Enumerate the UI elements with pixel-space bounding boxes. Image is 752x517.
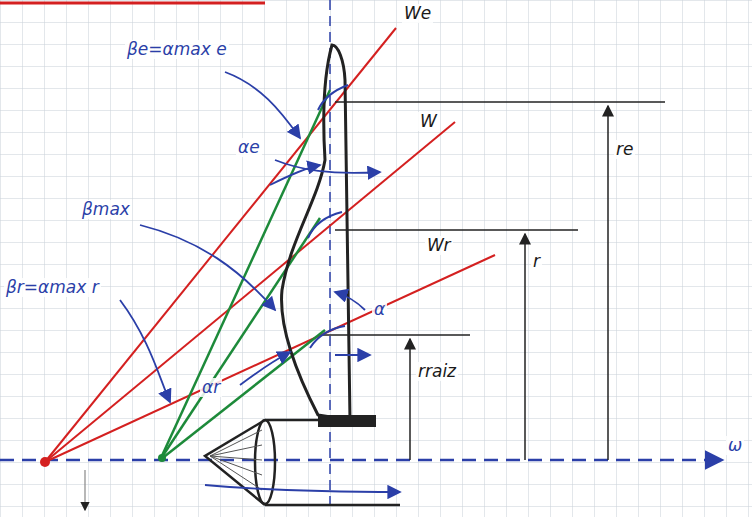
angle-label: αe — [236, 138, 262, 157]
axis-label: ω — [726, 436, 744, 455]
angle-label: βmax — [80, 200, 132, 219]
angle-label: βr=αmax r — [4, 278, 101, 297]
angle-arcs — [120, 72, 400, 492]
angle-label: αr — [200, 378, 222, 397]
hub-hatching — [210, 430, 262, 490]
angle-label: βe=αmax e — [125, 40, 229, 59]
radius-label: rraiz — [416, 362, 458, 381]
hub-cone — [205, 420, 400, 505]
velocity-label: We — [402, 4, 433, 23]
velocity-lines — [45, 28, 495, 462]
radius-dimensions — [322, 102, 665, 460]
angle-label: α — [372, 300, 387, 319]
blade-sections — [308, 85, 348, 348]
velocity-label: Wr — [425, 236, 453, 255]
red-rule — [0, 2, 265, 5]
blade-root — [318, 415, 376, 427]
origin-dot — [40, 457, 50, 467]
radius-label: r — [531, 252, 542, 271]
velocity-label: W — [418, 112, 439, 131]
radius-label: re — [614, 140, 635, 159]
chord-lines — [160, 90, 330, 460]
blade-axis — [329, 0, 331, 510]
blade-outline — [282, 45, 350, 420]
rotation-axis — [0, 459, 722, 462]
